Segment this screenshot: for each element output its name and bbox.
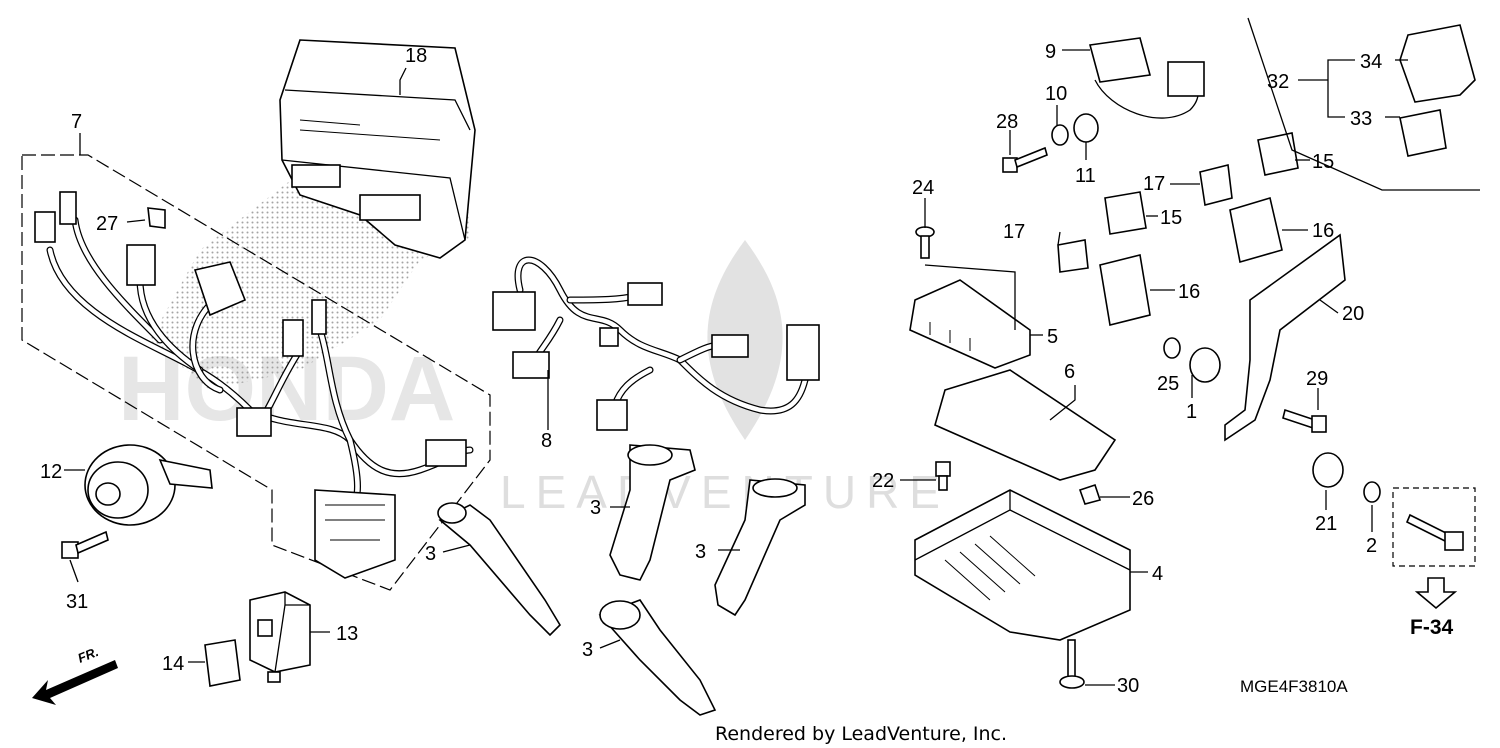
grommet-1 (1189, 347, 1221, 383)
callout-7: 7 (71, 111, 82, 133)
front-arrow-icon (32, 660, 118, 705)
callout-17-lower: 17 (1003, 221, 1025, 243)
callout-16-left: 16 (1178, 281, 1200, 303)
ignition-coil-1 (437, 502, 562, 637)
relay-33 (1399, 109, 1447, 157)
callout-15-right: 15 (1312, 151, 1334, 173)
reference-arrow (1414, 577, 1458, 610)
wire-harness-main (34, 191, 474, 579)
callout-3-left: 3 (425, 543, 436, 565)
callout-32: 32 (1267, 71, 1289, 93)
callout-11: 11 (1075, 165, 1096, 187)
washer-10 (1051, 124, 1069, 146)
callout-18: 18 (405, 45, 427, 67)
insulator-plate (934, 369, 1117, 481)
brand-watermark: HONDA LEADVENTURE (118, 240, 950, 518)
bolt-28 (1002, 146, 1048, 173)
relay-group-outline (1247, 17, 1480, 191)
front-label: FR. (76, 644, 101, 666)
callout-33: 33 (1350, 108, 1372, 130)
screw-24 (915, 226, 935, 259)
callout-22: 22 (872, 470, 894, 492)
callout-30: 30 (1117, 675, 1139, 697)
bolt-31 (61, 530, 109, 559)
sensor-9 (1088, 37, 1205, 119)
clip-26 (1078, 483, 1102, 505)
relay-holder-16a (1229, 196, 1283, 264)
relay-clip (204, 639, 241, 687)
callout-4: 4 (1152, 563, 1163, 585)
bolt-29 (1282, 408, 1327, 433)
harness-clip (147, 207, 166, 229)
callout-2: 2 (1366, 535, 1377, 557)
module-5 (909, 279, 1031, 369)
bracket-20 (1224, 233, 1346, 442)
callout-17-upper: 17 (1143, 173, 1165, 195)
leader-lines (64, 49, 1408, 686)
collar-25 (1163, 337, 1181, 359)
callout-6: 6 (1064, 361, 1075, 383)
clip-17a (1199, 164, 1233, 206)
callout-12: 12 (40, 461, 62, 483)
callout-34: 34 (1360, 51, 1382, 73)
callout-28: 28 (996, 111, 1018, 133)
relay-holder-16b (1099, 254, 1151, 326)
callout-21: 21 (1315, 513, 1337, 535)
regulator-rectifier (914, 489, 1131, 641)
collar-2 (1363, 481, 1381, 503)
relay-34 (1399, 24, 1476, 103)
callout-14: 14 (162, 653, 184, 675)
ecm-unit (279, 39, 476, 259)
callout-20: 20 (1342, 303, 1364, 325)
flasher-relay (249, 591, 311, 683)
callout-3-lower: 3 (582, 639, 593, 661)
callout-13: 13 (336, 623, 358, 645)
callout-31: 31 (66, 591, 88, 613)
callout-3-upper: 3 (590, 497, 601, 519)
callout-25: 25 (1157, 373, 1179, 395)
callout-1: 1 (1186, 401, 1197, 423)
reference-label: F-34 (1410, 616, 1454, 639)
grommet-11 (1073, 113, 1099, 143)
wire-harness-sub (492, 256, 820, 431)
bolt-reference-box (1392, 487, 1476, 567)
bolt-30 (1059, 639, 1085, 689)
grommet-21 (1312, 452, 1344, 488)
relay-15a (1257, 132, 1299, 176)
callout-29: 29 (1306, 368, 1328, 390)
callout-9: 9 (1045, 41, 1056, 63)
callout-5: 5 (1047, 326, 1058, 348)
callout-27: 27 (96, 213, 118, 235)
callout-24: 24 (912, 177, 934, 199)
harness-group-outline (21, 154, 491, 591)
watermark-text: LEADVENTURE (500, 466, 950, 518)
callout-3-right: 3 (695, 541, 706, 563)
callout-16-right: 16 (1312, 220, 1334, 242)
callout-labels: 18 7 27 12 31 13 14 8 3 3 3 3 9 10 11 28… (40, 41, 1382, 697)
callout-26: 26 (1132, 488, 1154, 510)
bolt-long (1405, 513, 1464, 551)
relay-15b (1104, 191, 1147, 235)
diagram-code: MGE4F3810A (1240, 677, 1348, 696)
callout-10: 10 (1045, 83, 1067, 105)
ignition-coil-4 (598, 599, 717, 716)
clip-17b (1057, 239, 1089, 273)
horn (84, 444, 213, 526)
footer-credit: Rendered by LeadVenture, Inc. (715, 723, 1007, 745)
ignition-coil-2 (609, 444, 696, 581)
callout-8: 8 (541, 430, 552, 452)
ignition-coil-3 (714, 478, 806, 617)
screw-22 (935, 461, 951, 491)
callout-15-left: 15 (1160, 207, 1182, 229)
